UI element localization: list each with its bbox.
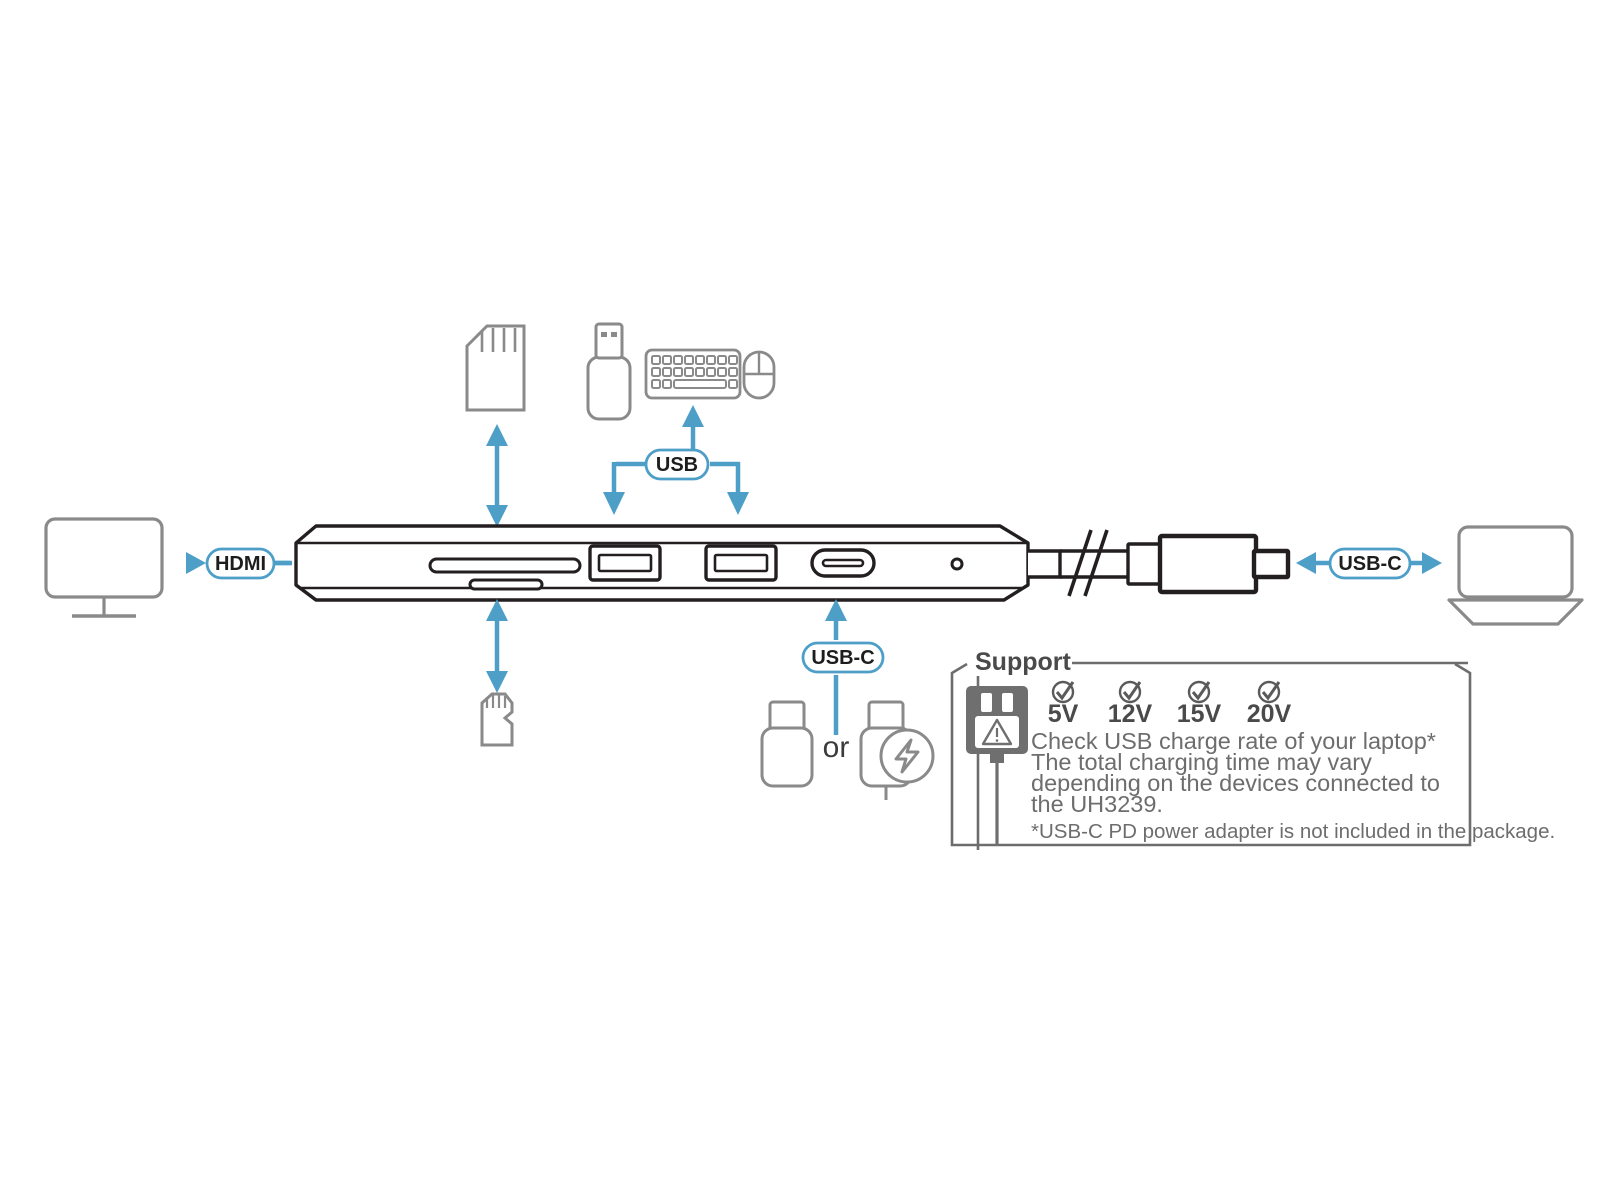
support-panel: Support [950, 648, 1555, 850]
label-pill-hdmi-text: HDMI [215, 553, 266, 575]
label-pill-usb-c-power-text: USB-C [811, 647, 874, 669]
voltage-label: 15V [1177, 700, 1222, 728]
label-pill-usb-c-host[interactable]: USB-C [1328, 547, 1412, 580]
or-separator-label: or [823, 731, 850, 764]
sd-card-icon [465, 324, 526, 412]
micro-sd-card-icon [480, 692, 514, 747]
sd-card-arrow [486, 424, 508, 527]
label-pill-usb-c-host-text: USB-C [1338, 553, 1401, 575]
usb-c-pd-adapter-icon [859, 700, 935, 800]
usb-flash-drive-icon [586, 322, 632, 421]
keyboard-icon [644, 348, 742, 400]
support-body-text: Check USB charge rate of your laptop* Th… [1031, 728, 1440, 817]
support-title: Support [975, 648, 1071, 676]
label-pill-usb-c-power[interactable]: USB-C [801, 641, 885, 674]
support-body-line: The total charging time may vary [1031, 749, 1372, 775]
support-body-line: depending on the devices connected to [1031, 770, 1440, 796]
label-pill-hdmi[interactable]: HDMI [205, 547, 276, 580]
support-body-line: Check USB charge rate of your laptop* [1031, 728, 1436, 754]
support-footnote: *USB-C PD power adapter is not included … [1031, 820, 1555, 843]
mouse-icon [742, 350, 776, 400]
voltage-label: 12V [1108, 700, 1153, 728]
usb-c-cable [1028, 529, 1291, 597]
usb-c-power-arrow [825, 599, 847, 735]
support-body-line: the UH3239. [1031, 791, 1163, 817]
label-pill-usb-text: USB [656, 454, 698, 476]
voltage-labels: 5V 12V 15V 20V [1048, 700, 1292, 728]
laptop-icon [1447, 525, 1584, 626]
voltage-check-icons [1051, 680, 1281, 704]
usb-hub-device [294, 524, 1030, 602]
label-pill-usb[interactable]: USB [644, 448, 710, 481]
voltage-label: 5V [1048, 700, 1079, 728]
power-adapter-warning-icon [966, 686, 1028, 846]
micro-sd-arrow [486, 599, 508, 693]
voltage-label: 20V [1247, 700, 1292, 728]
usb-c-plug-icon [760, 700, 814, 788]
usb-branch-arrows [603, 405, 749, 515]
monitor-icon [44, 517, 164, 618]
